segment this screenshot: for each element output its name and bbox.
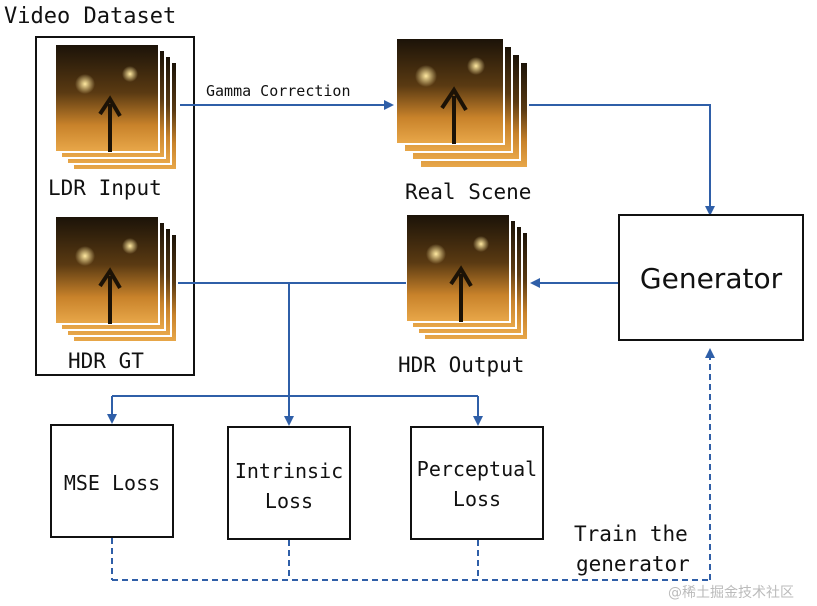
real-scene-label: Real Scene bbox=[405, 180, 532, 204]
mse-loss-label: MSE Loss bbox=[63, 471, 161, 495]
hdr-gt-image-stack bbox=[54, 215, 181, 346]
hdr-output-image-stack bbox=[405, 213, 532, 344]
intrinsic-loss-label-line2: Loss bbox=[264, 489, 314, 513]
real-scene-to-generator-arrow bbox=[525, 104, 715, 216]
diagram-title: Video Dataset bbox=[4, 4, 177, 29]
feedback-dashed-lines bbox=[111, 348, 715, 581]
ldr-input-image-stack bbox=[54, 43, 181, 174]
generator-label: Generator bbox=[639, 262, 783, 295]
train-generator-label-line2: generator bbox=[576, 552, 690, 576]
intrinsic-loss-box: Intrinsic Loss bbox=[227, 426, 351, 540]
ldr-input-label: LDR Input bbox=[48, 176, 162, 200]
hdr-output-label: HDR Output bbox=[398, 353, 525, 377]
mse-loss-box: MSE Loss bbox=[50, 424, 174, 538]
gamma-correction-label: Gamma Correction bbox=[206, 82, 351, 100]
perceptual-loss-box: Perceptual Loss bbox=[410, 426, 544, 540]
train-generator-label-line1: Train the bbox=[574, 522, 688, 546]
intrinsic-loss-label-line1: Intrinsic bbox=[234, 459, 344, 483]
perceptual-loss-label-line2: Loss bbox=[452, 487, 502, 511]
stacked-frames bbox=[54, 43, 178, 171]
perceptual-loss-label-line1: Perceptual bbox=[416, 457, 538, 481]
watermark: @稀土掘金技术社区 bbox=[668, 585, 794, 601]
generator-box: Generator bbox=[618, 214, 804, 341]
hdr-gt-label: HDR GT bbox=[68, 349, 144, 373]
real-scene-image-stack bbox=[395, 37, 532, 172]
